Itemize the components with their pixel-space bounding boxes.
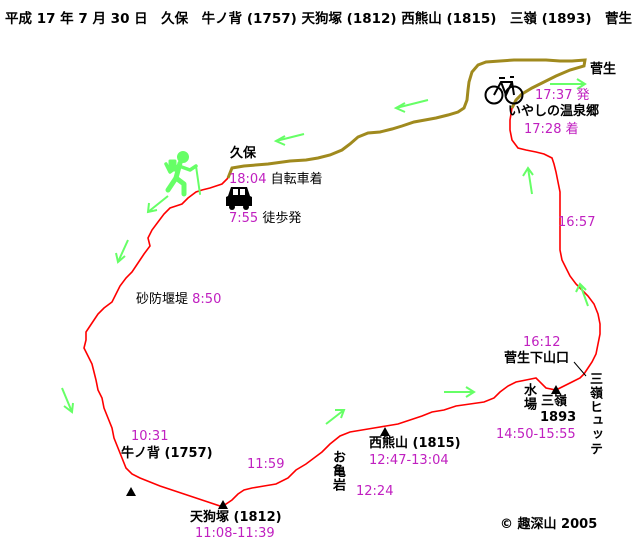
direction-arrow-icon xyxy=(115,239,129,264)
time-ushinose: 10:31 xyxy=(131,429,169,444)
event-onsen-depart: 発 xyxy=(576,88,590,103)
time-onsen-arrive-value: 17:28 xyxy=(524,122,562,137)
event-bike-arrive: 自転車着 xyxy=(270,172,323,187)
time-sanrei: 14:50-15:55 xyxy=(496,427,576,442)
car-icon xyxy=(226,187,252,210)
place-ushinose: 牛ノ背 (1757) xyxy=(121,446,213,461)
place-okameiwa: お亀岩 xyxy=(330,450,345,492)
map-title: 平成 17 年 7 月 30 日 久保 牛ノ背 (1757) 天狗塚 (1812… xyxy=(5,11,633,27)
time-kubo-start: 7:55 xyxy=(229,211,259,226)
time-onsen-arrive: 17:28 着 xyxy=(524,122,579,137)
road-route xyxy=(226,58,587,179)
hiker-icon xyxy=(164,151,201,197)
place-sanrei-elev: 1893 xyxy=(540,410,577,425)
summit-marker-icon xyxy=(380,427,390,436)
direction-arrow-icon xyxy=(550,78,587,90)
bicycle-icon xyxy=(484,76,524,105)
direction-arrow-icon xyxy=(522,166,534,195)
event-onsen-arrive: 着 xyxy=(565,122,579,137)
direction-arrows xyxy=(61,78,589,425)
place-onsen: いやしの温泉郷 xyxy=(508,104,600,119)
place-tengu: 天狗塚 (1812) xyxy=(190,510,282,525)
kubo-walk-start: 7:55 徒歩発 xyxy=(229,211,301,226)
trailhead-pointer xyxy=(573,361,587,377)
time-sabo: 8:50 xyxy=(192,292,222,307)
copyright: © 趣深山 2005 xyxy=(500,517,598,532)
kubo-bike-arrive: 18:04 自転車着 xyxy=(229,172,323,187)
place-nishikuma: 西熊山 (1815) xyxy=(369,436,461,451)
hiking-trail xyxy=(83,107,601,507)
time-kubo-bike: 18:04 xyxy=(229,172,267,187)
time-onsen-depart-value: 17:37 xyxy=(535,88,573,103)
event-walk-start: 徒歩発 xyxy=(262,211,302,226)
place-hutte: 三嶺ヒュッテ xyxy=(587,372,602,456)
summit-markers xyxy=(126,385,561,509)
time-mid1: 11:59 xyxy=(247,457,285,472)
time-onsen-depart: 17:37 発 xyxy=(535,88,590,103)
direction-arrow-icon xyxy=(575,282,589,307)
time-trailhead: 16:12 xyxy=(523,335,561,350)
place-sugao: 菅生 xyxy=(590,62,617,77)
place-trailhead: 菅生下山口 xyxy=(504,351,570,366)
time-okameiwa: 12:24 xyxy=(356,484,394,499)
direction-arrow-icon xyxy=(146,195,169,214)
direction-arrow-icon xyxy=(61,387,74,414)
time-mid2: 16:57 xyxy=(558,215,596,230)
direction-arrow-icon xyxy=(393,99,429,113)
direction-arrow-icon xyxy=(444,386,476,398)
place-kubo: 久保 xyxy=(230,146,257,161)
place-sabo: 砂防堰堤 xyxy=(136,292,189,307)
summit-marker-icon xyxy=(551,385,561,394)
sabo-dam: 砂防堰堤 8:50 xyxy=(136,292,221,307)
summit-marker-icon xyxy=(126,487,136,496)
time-tengu: 11:08-11:39 xyxy=(195,526,275,541)
time-nishikuma: 12:47-13:04 xyxy=(369,453,449,468)
summit-marker-icon xyxy=(218,500,228,509)
place-mizuba: 水場 xyxy=(521,383,536,411)
place-sanrei: 三嶺 xyxy=(541,394,568,409)
direction-arrow-icon xyxy=(325,409,346,425)
direction-arrow-icon xyxy=(273,133,305,146)
